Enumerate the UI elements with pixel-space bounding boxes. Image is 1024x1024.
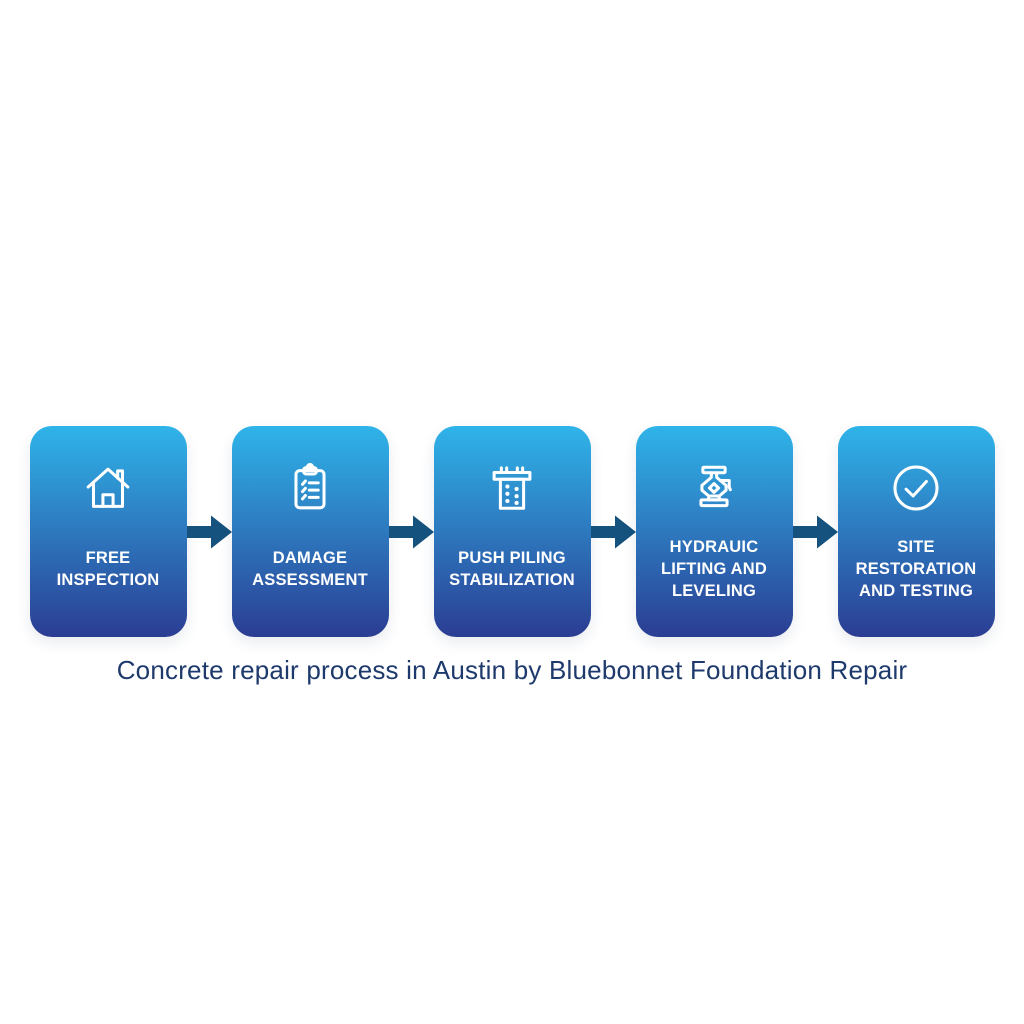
- caption: Concrete repair process in Austin by Blu…: [116, 655, 908, 685]
- right-block-arrow-icon: [590, 514, 636, 550]
- push-pile-icon: [483, 459, 541, 517]
- clipboard-checklist-icon: [281, 459, 339, 517]
- right-block-arrow-icon: [388, 514, 434, 550]
- right-block-arrow-icon: [792, 514, 838, 550]
- house-icon: [79, 459, 137, 517]
- check-circle-icon: [887, 459, 945, 517]
- right-block-arrow-icon: [186, 514, 232, 550]
- hydraulic-jack-icon: [685, 459, 743, 517]
